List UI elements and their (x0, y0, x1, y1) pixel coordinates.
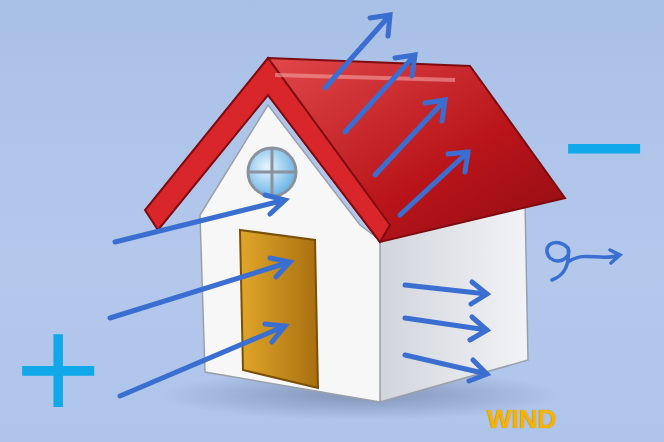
wind-arrows (110, 15, 487, 396)
pressure-sign: + (10, 310, 106, 425)
squiggle-arrow (547, 243, 620, 280)
pressure-sign: − (556, 88, 652, 203)
wind-label: WIND (487, 406, 556, 432)
